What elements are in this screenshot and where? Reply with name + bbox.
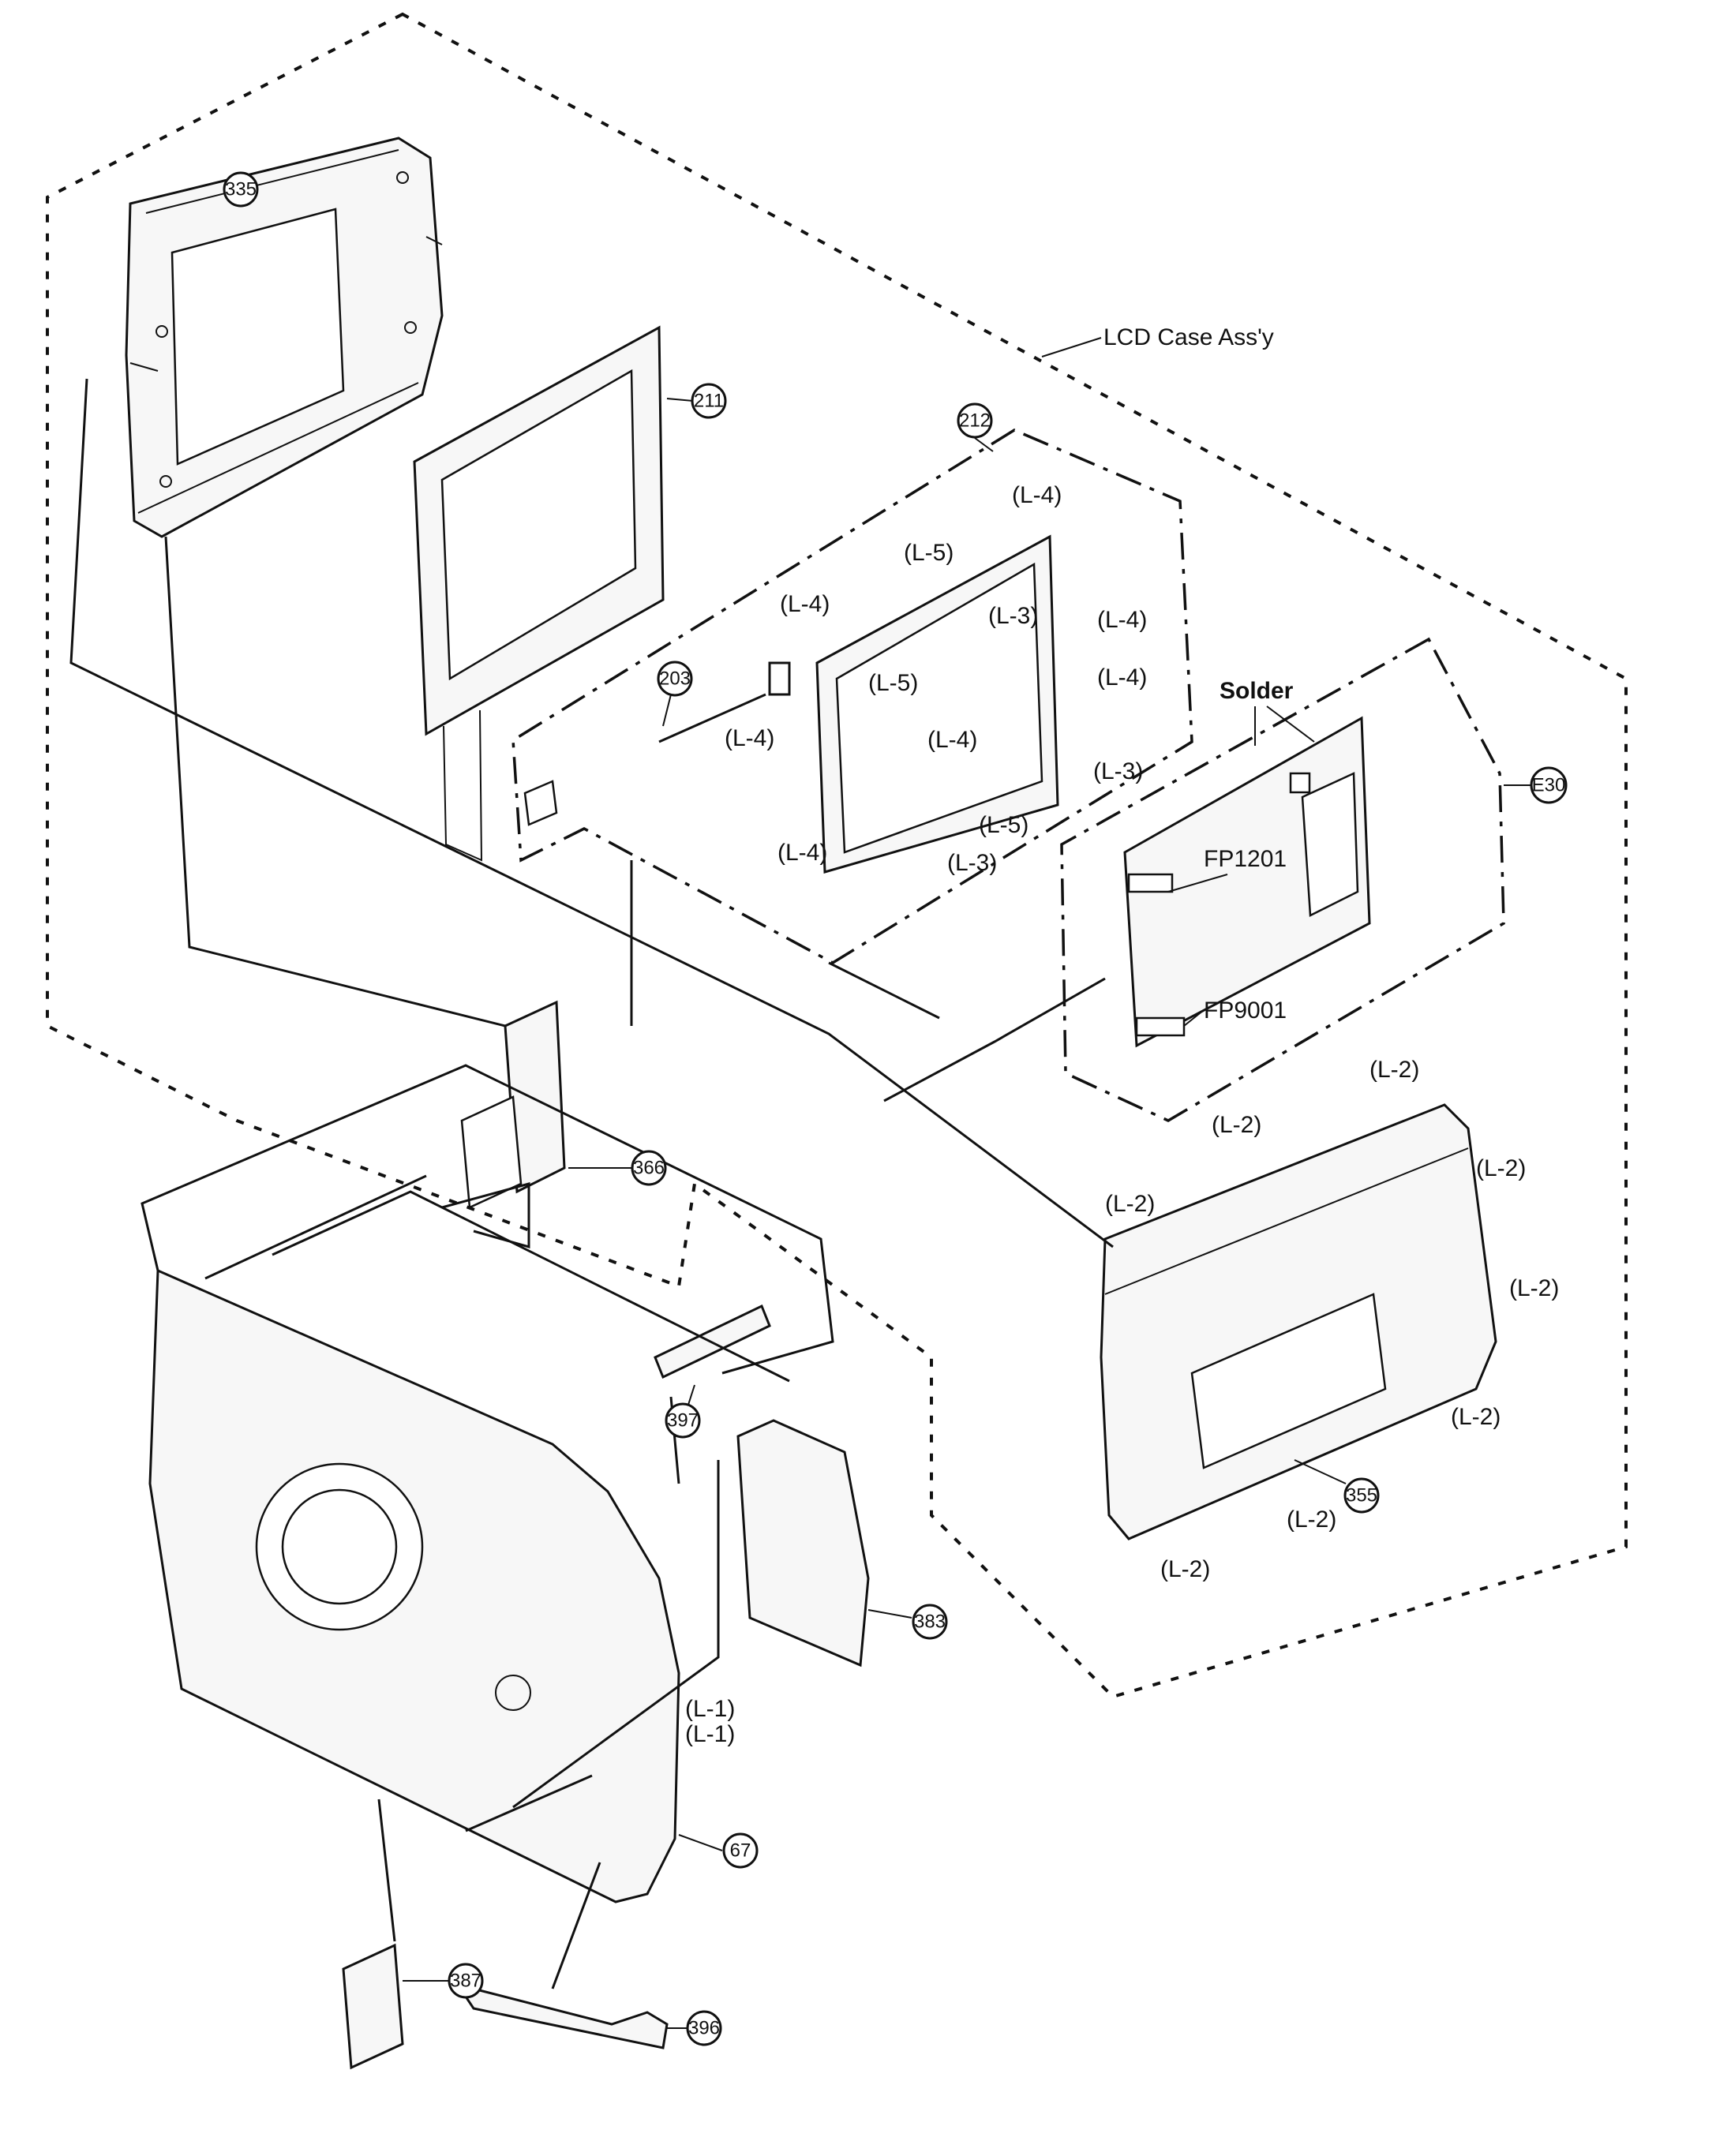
svg-text:203: 203 bbox=[659, 668, 691, 690]
callout-212: 212 bbox=[957, 402, 994, 452]
callout-67: 67 bbox=[678, 1832, 759, 1869]
screw-label-l5-3: (L-5) bbox=[979, 812, 1028, 838]
part-366-hinge bbox=[441, 1000, 566, 1248]
part-e30-circuit-outline bbox=[1060, 637, 1505, 1122]
fp1201-label: FP1201 bbox=[1204, 846, 1287, 872]
screw-label-l4-7: (L-4) bbox=[777, 840, 827, 866]
svg-text:E30: E30 bbox=[1532, 775, 1566, 796]
screw-label-l2-6: (L-2) bbox=[1451, 1404, 1501, 1430]
part-387-hinge-bracket bbox=[342, 1943, 404, 2070]
part-203-backlight-cable bbox=[523, 661, 791, 826]
part-396-cover-strip bbox=[455, 1982, 669, 2049]
svg-text:366: 366 bbox=[633, 1158, 665, 1179]
svg-text:211: 211 bbox=[694, 391, 724, 412]
screw-label-l5-2: (L-5) bbox=[868, 670, 918, 696]
part-355-lcd-rear-cover bbox=[1100, 1103, 1497, 1540]
screw-label-l2-3: (L-2) bbox=[1476, 1155, 1526, 1181]
callout-383: 383 bbox=[867, 1604, 948, 1640]
screw-label-l1-b: (L-1) bbox=[685, 1721, 735, 1747]
svg-text:212: 212 bbox=[959, 410, 991, 432]
part-67-main-body-cabinet bbox=[148, 1268, 680, 1903]
screw-label-l4-2: (L-4) bbox=[780, 591, 830, 617]
callout-366: 366 bbox=[568, 1150, 667, 1186]
screw-label-l5-1: (L-5) bbox=[904, 540, 954, 566]
svg-text:387: 387 bbox=[450, 1971, 481, 1992]
part-212-backlight bbox=[815, 534, 1059, 874]
screw-label-l4-5: (L-4) bbox=[725, 725, 774, 751]
screw-label-l1-a: (L-1) bbox=[685, 1696, 735, 1722]
screw-label-l2-7: (L-2) bbox=[1287, 1507, 1336, 1533]
callout-203: 203 bbox=[657, 661, 693, 727]
callout-211: 211 bbox=[666, 383, 727, 419]
callout-e30: E30 bbox=[1504, 766, 1568, 804]
screw-label-l4-4: (L-4) bbox=[1097, 664, 1147, 691]
callout-335: 335 bbox=[223, 171, 259, 208]
part-211-lcd-panel bbox=[413, 325, 665, 862]
screw-label-l2-5: (L-2) bbox=[1509, 1275, 1559, 1301]
screw-label-l3-1: (L-3) bbox=[988, 603, 1038, 629]
svg-text:383: 383 bbox=[914, 1611, 946, 1633]
screw-label-l2-2: (L-2) bbox=[1212, 1112, 1261, 1138]
callout-397: 397 bbox=[665, 1384, 701, 1439]
solder-label: Solder bbox=[1220, 678, 1294, 704]
part-212-backlight-outline bbox=[511, 429, 1193, 965]
lcd-case-assy-leader bbox=[1041, 337, 1102, 357]
callout-355: 355 bbox=[1294, 1459, 1380, 1514]
callout-387: 387 bbox=[403, 1963, 484, 1999]
screw-label-l2-8: (L-2) bbox=[1160, 1556, 1210, 1582]
screw-label-l4-3: (L-4) bbox=[1097, 607, 1147, 633]
part-383-side-grip bbox=[736, 1419, 870, 1668]
screw-label-l3-3: (L-3) bbox=[947, 850, 997, 876]
svg-text:335: 335 bbox=[225, 179, 257, 200]
fp9001-label: FP9001 bbox=[1204, 998, 1287, 1024]
screw-label-l2-4: (L-2) bbox=[1105, 1191, 1155, 1217]
lcd-case-assy-label: LCD Case Ass'y bbox=[1103, 324, 1274, 350]
svg-text:397: 397 bbox=[667, 1410, 699, 1432]
svg-text:396: 396 bbox=[688, 2018, 720, 2039]
part-335-lcd-frame bbox=[125, 137, 444, 538]
screw-label-l4-6: (L-4) bbox=[927, 727, 977, 753]
part-e30-circuit-board bbox=[1123, 716, 1371, 1048]
lcd-case-assembly-outline bbox=[46, 12, 1628, 1699]
screw-label-l3-2: (L-3) bbox=[1093, 758, 1143, 784]
screw-label-l4-1: (L-4) bbox=[1012, 482, 1062, 508]
svg-text:67: 67 bbox=[730, 1840, 751, 1862]
callout-396: 396 bbox=[667, 2010, 722, 2046]
svg-text:355: 355 bbox=[1346, 1485, 1377, 1507]
screw-label-l2-1: (L-2) bbox=[1369, 1057, 1419, 1083]
